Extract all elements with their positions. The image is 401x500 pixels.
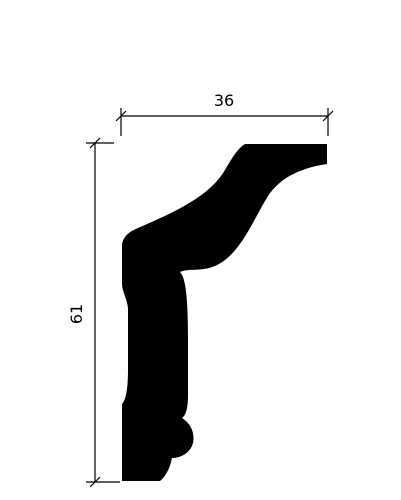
molding-profile-shape [122, 144, 327, 481]
width-dimension [115, 108, 334, 136]
height-dimension-label: 61 [67, 304, 86, 324]
height-dimension [86, 137, 120, 488]
width-dimension-label: 36 [214, 91, 234, 110]
